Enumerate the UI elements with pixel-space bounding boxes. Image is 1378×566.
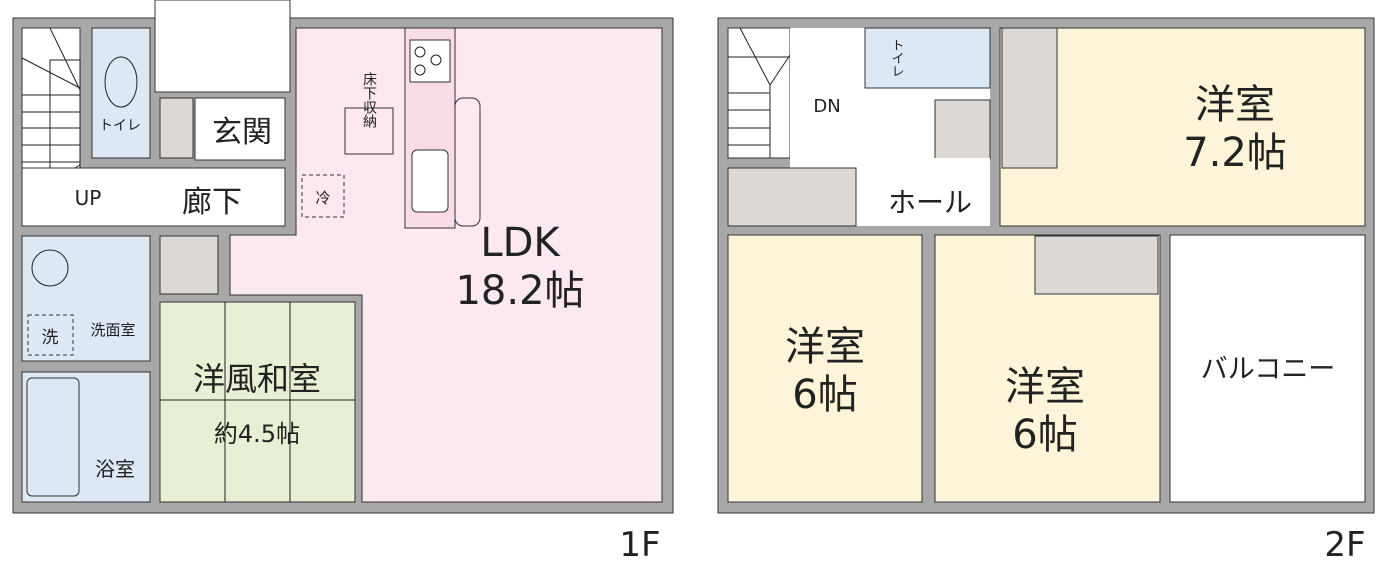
japanese-room-area xyxy=(159,301,356,503)
floor-1f: トイレ 玄関 廊下 UP 床下収納 冷 LDK 18.2帖 洗 洗面室 浴室 洋… xyxy=(12,0,674,565)
floor-label-1f: 1F xyxy=(619,525,660,565)
closet-2f-small xyxy=(934,99,991,161)
stairs-lines-2f xyxy=(728,27,791,158)
label-japanese-room-size: 約4.5帖 xyxy=(214,420,300,448)
floor-label-2f: 2F xyxy=(1324,525,1365,565)
label-room-b-size: 6帖 xyxy=(792,372,857,418)
label-toilet-1f: トイレ xyxy=(99,118,141,134)
label-bath: 浴室 xyxy=(95,457,135,481)
label-room-a-size: 7.2帖 xyxy=(1183,130,1287,176)
room-a-area xyxy=(999,27,1366,227)
label-underfloor-storage: 床下収納 xyxy=(361,72,377,129)
closet-2f-room-c xyxy=(1034,235,1159,295)
label-room-c: 洋室 xyxy=(1005,364,1085,410)
fridge-space xyxy=(301,174,345,218)
closet-2f-room-b xyxy=(727,167,857,227)
bathtub-icon xyxy=(26,377,80,497)
entrance-area xyxy=(194,97,286,161)
closet-1f xyxy=(159,235,219,295)
shoe-closet xyxy=(159,97,194,159)
porch xyxy=(154,0,291,93)
room-b-area xyxy=(727,234,923,503)
kitchen-island xyxy=(454,97,481,227)
label-fridge: 冷 xyxy=(315,189,330,207)
label-room-b: 洋室 xyxy=(785,324,865,370)
label-japanese-room: 洋風和室 xyxy=(193,360,321,398)
washbasin-icon xyxy=(31,249,69,287)
label-room-c-size: 6帖 xyxy=(1012,412,1077,458)
hallway-area xyxy=(21,167,286,227)
toilet-2f xyxy=(864,27,991,89)
washer-space xyxy=(27,314,74,356)
balcony-area xyxy=(1169,234,1366,503)
label-entrance: 玄関 xyxy=(212,115,272,150)
ldk-area xyxy=(229,27,663,503)
stove-icon xyxy=(409,39,451,83)
label-hall: ホール xyxy=(888,186,972,219)
label-ldk: LDK xyxy=(480,220,561,266)
underfloor-storage-frame xyxy=(344,107,394,155)
label-balcony: バルコニー xyxy=(1201,354,1335,385)
toilet-1f xyxy=(91,27,151,159)
label-room-a: 洋室 xyxy=(1195,82,1275,128)
label-washroom: 洗面室 xyxy=(90,321,135,339)
toilet-bowl-icon xyxy=(104,56,138,108)
label-stairs-down: DN xyxy=(813,96,840,117)
label-washroom-icon: 洗 xyxy=(42,328,59,348)
label-stairs-up: UP xyxy=(75,186,102,210)
sink-icon xyxy=(411,149,449,213)
floor-2f: トイレ DN ホール 洋室 7.2帖 洋室 6帖 洋室 6帖 バルコニー 2F xyxy=(717,17,1375,565)
washroom-area xyxy=(21,235,151,362)
label-toilet-2f: トイレ xyxy=(889,39,904,78)
label-hallway: 廊下 xyxy=(182,185,242,220)
label-ldk-size: 18.2帖 xyxy=(455,268,584,314)
